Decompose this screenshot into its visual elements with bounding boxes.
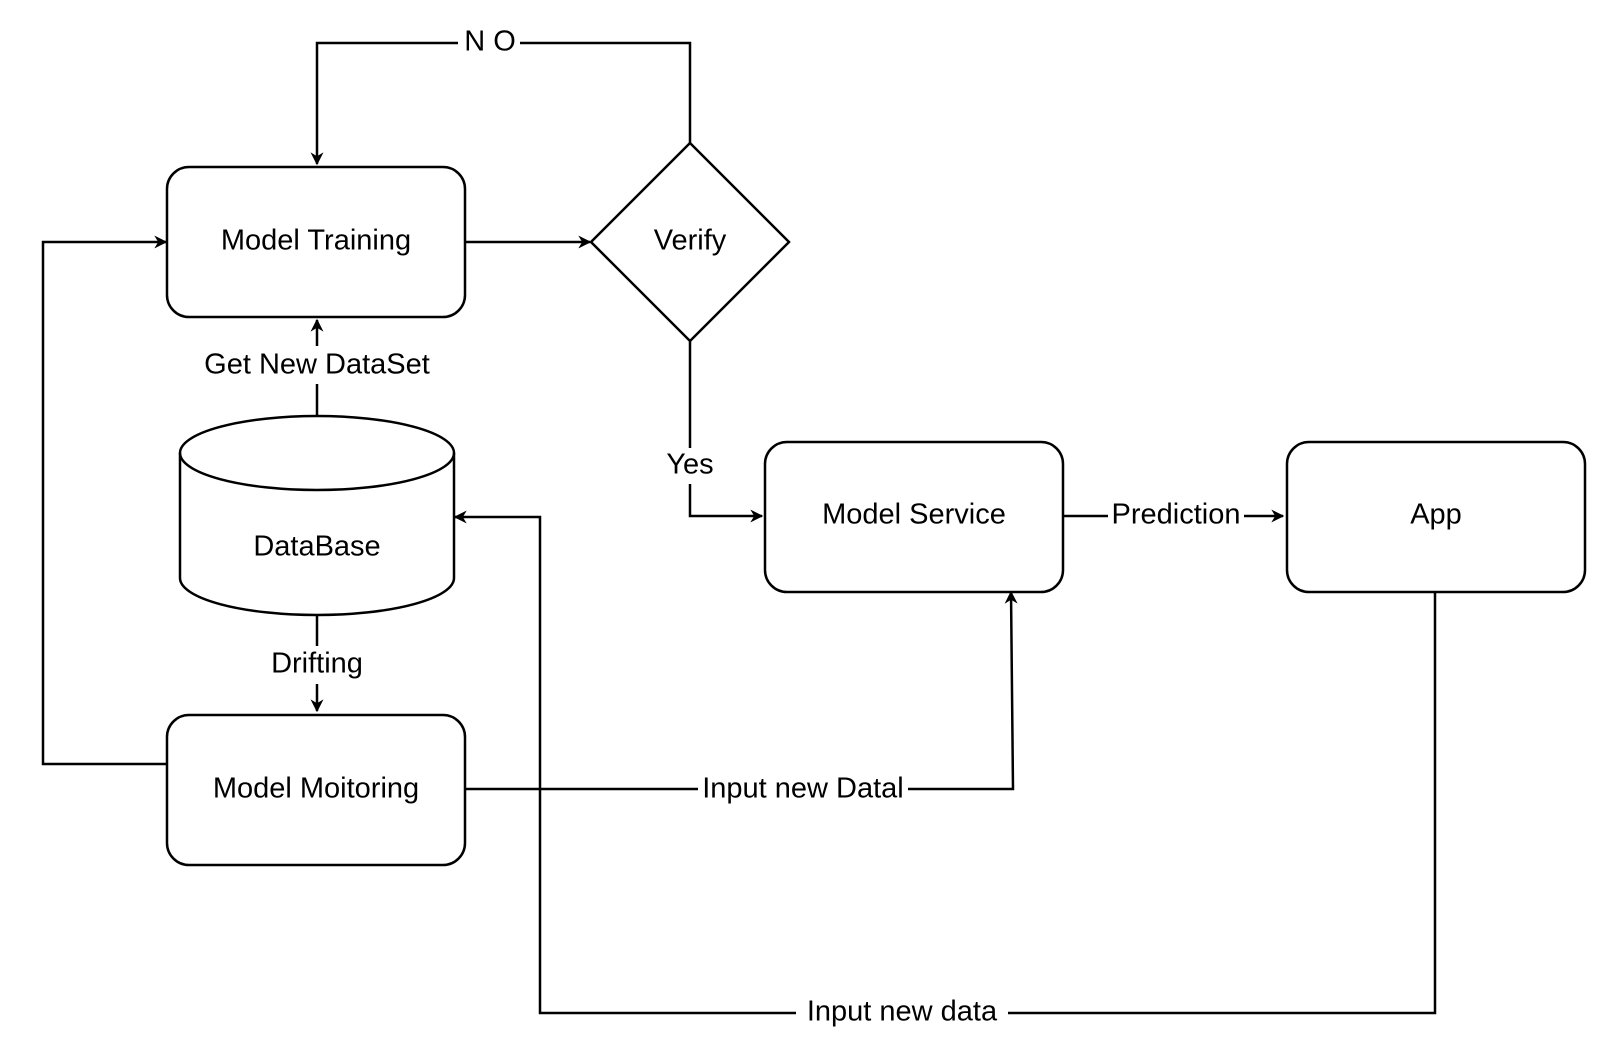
node-app-label: App <box>1410 499 1462 531</box>
node-model-training: Model Training <box>165 165 467 319</box>
node-model-training-label: Model Training <box>221 225 411 257</box>
edge-label-input-new-data-text: Input new data <box>807 996 998 1028</box>
edge-label-yes: Yes <box>660 448 720 484</box>
edge-label-input-new-datal: Input new Datal <box>698 770 908 808</box>
edge-label-no-text: N O <box>464 26 516 58</box>
edge-label-get-new-dataset-text: Get New DataSet <box>204 349 430 381</box>
edge-label-drifting-text: Drifting <box>271 648 363 680</box>
edge-verify-yes <box>688 341 764 523</box>
node-database: DataBase <box>178 414 456 617</box>
edge-label-no: N O <box>458 24 520 62</box>
edge-label-get-new-dataset: Get New DataSet <box>195 346 439 384</box>
edge-label-drifting: Drifting <box>264 646 370 684</box>
edge-label-input-new-datal-text: Input new Datal <box>702 773 904 805</box>
edge-monitoring-to-training <box>41 235 168 766</box>
edge-label-prediction-text: Prediction <box>1112 499 1241 531</box>
edge-label-input-new-data: Input new data <box>796 994 1008 1032</box>
edge-label-yes-text: Yes <box>666 449 713 481</box>
node-verify-decision: Verify <box>589 141 791 343</box>
node-model-monitoring-label: Model Moitoring <box>213 773 419 805</box>
node-app: App <box>1285 440 1587 594</box>
edge-input-new-data <box>453 510 1437 1015</box>
node-verify-label: Verify <box>654 225 727 257</box>
node-model-service: Model Service <box>763 440 1065 594</box>
node-model-monitoring: Model Moitoring <box>165 713 467 867</box>
edge-label-prediction: Prediction <box>1108 497 1244 535</box>
edge-input-new-datal <box>465 590 1018 791</box>
node-model-service-label: Model Service <box>822 499 1006 531</box>
node-database-label: DataBase <box>253 531 380 563</box>
